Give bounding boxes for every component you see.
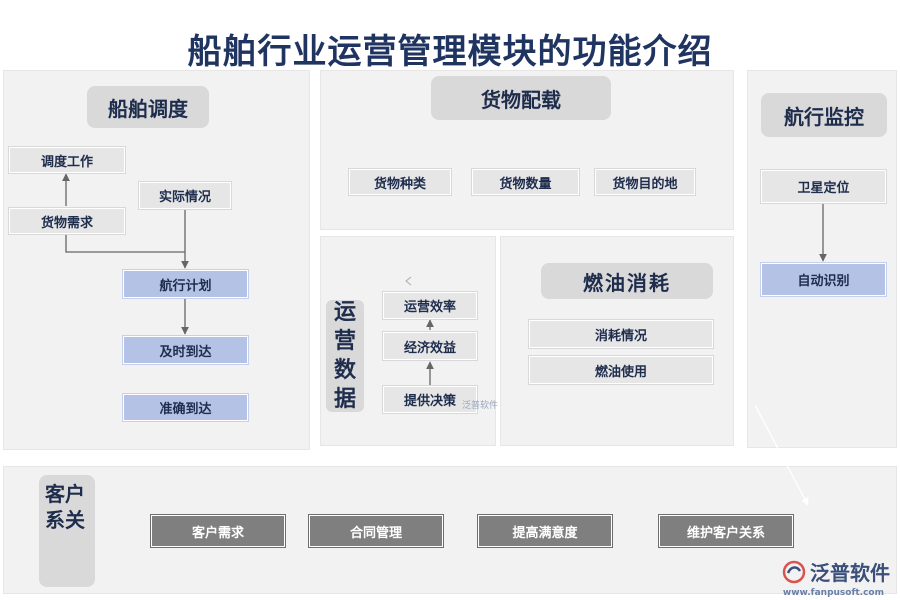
logo-name: 泛普软件 [810,561,890,585]
panel-ship-dispatch [3,70,310,450]
cargo-demand-box: 货物需求 [9,208,125,234]
contract-management-box: 合同管理 [309,515,443,547]
cargo-quantity-box: 货物数量 [472,169,579,195]
logo-url: www.fanpusoft.com [782,588,884,598]
consumption-status-box: 消耗情况 [529,320,713,348]
operation-efficiency-box: 运营效率 [383,292,477,319]
cargo-destination-box: 货物目的地 [595,169,695,195]
page-title: 船舶行业运营管理模块的功能介绍 [187,32,713,72]
economic-benefit-box: 经济效益 [383,332,477,360]
customer-demand-box: 客户需求 [151,515,285,547]
navigation-monitoring-header: 航行监控 [761,93,887,137]
timely-arrival-box: 及时到达 [123,336,248,364]
line-demand-to-plan [65,234,185,253]
maintain-relations-box: 维护客户关系 [659,515,793,547]
cargo-type-box: 货物种类 [349,169,451,195]
brand-logo: 泛普软件 [782,557,890,586]
operation-data-header-text: 运营数据 [334,300,357,412]
ship-dispatch-header: 船舶调度 [87,86,209,128]
chevron-mark [405,276,412,286]
actual-situation-box: 实际情况 [139,182,231,209]
fuel-usage-box: 燃油使用 [529,356,713,384]
customer-relations-header: 客户系关 [39,475,95,587]
dispatch-work-box: 调度工作 [9,147,125,173]
logo-icon [782,560,806,583]
satellite-positioning-box: 卫星定位 [761,170,886,203]
watermark-text: 泛普软件 [462,401,499,411]
voyage-plan-box: 航行计划 [123,270,248,298]
cargo-loading-header: 货物配载 [431,76,611,120]
diagonal-line [754,404,809,506]
fuel-consumption-header: 燃油消耗 [541,263,713,299]
accurate-arrival-box: 准确到达 [123,394,248,421]
auto-identification-box: 自动识别 [761,263,886,296]
operation-data-header: 运营数据 [326,300,364,412]
customer-relations-header-text: 客户系关 [45,482,85,532]
decision-support-box: 提供决策 [383,386,477,413]
improve-satisfaction-box: 提高满意度 [478,515,612,547]
